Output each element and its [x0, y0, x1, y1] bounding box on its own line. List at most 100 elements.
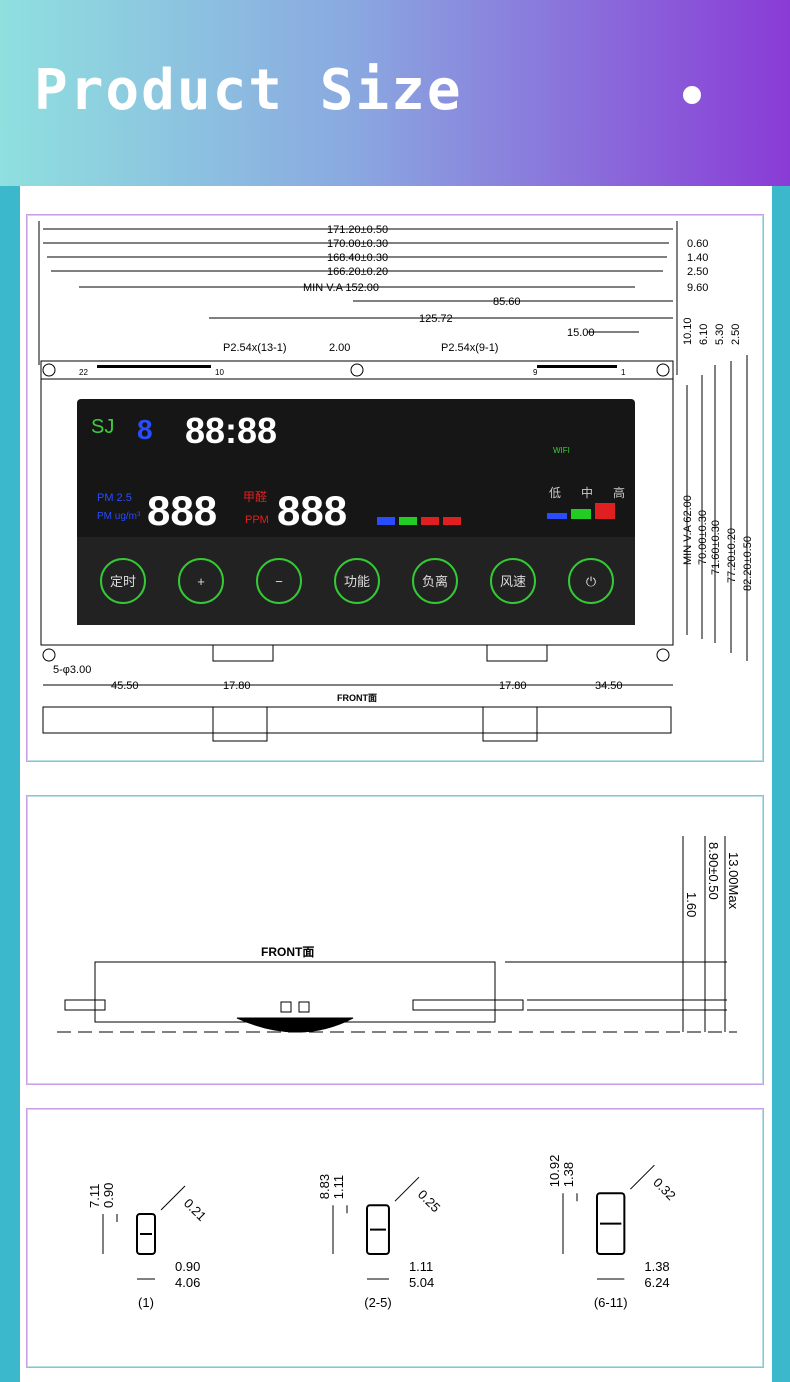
pin-label-10: 10: [215, 368, 224, 377]
digit-height-label: 8.83: [317, 1174, 332, 1199]
digit-caption: (6-11): [594, 1295, 628, 1310]
digit-top-label: 1.11: [331, 1175, 346, 1199]
touch-button-label: 负离: [422, 574, 448, 589]
digit-height-label: 7.11: [87, 1184, 102, 1208]
dim-min-va-62: MIN V.A 62.00: [682, 495, 694, 565]
dim-772: 77.20±0.20: [726, 528, 738, 583]
side-front-label: FRONT面: [261, 945, 314, 959]
digit-seg-label: 1.38: [644, 1259, 669, 1274]
dim-171: 171.20±0.50: [327, 224, 388, 236]
touch-button-label: 定时: [110, 574, 136, 589]
digit-caption: (1): [138, 1295, 154, 1310]
digit-top-label: 0.90: [101, 1183, 116, 1208]
touch-button-label: ⏻: [586, 574, 596, 589]
digit-width-label: 4.06: [175, 1275, 200, 1290]
dim-bottom-1780-right: 17.80: [499, 680, 527, 692]
pitch-left: P2.54x(13-1): [223, 342, 287, 354]
display-wifi-label: WIFI: [553, 446, 570, 455]
dim-890: 8.90±0.50: [706, 842, 721, 900]
touch-button-label: 功能: [344, 574, 370, 589]
dim-960: 9.60: [687, 282, 708, 294]
dim-70: 70.00±0.30: [697, 510, 709, 565]
display-label-ppm: PPM: [245, 514, 269, 526]
display-label-formaldehyde: 甲醛: [243, 489, 267, 504]
display-digits-right: 888: [277, 487, 347, 534]
digit-top-label: 1.38: [561, 1162, 576, 1187]
hole-label: 5-φ3.00: [53, 664, 91, 676]
top-view-drawing: SJ 8 88:88 PM 2.5 PM ug/m³ 888 甲醛 PPM 88…: [38, 221, 754, 742]
touch-button-ring: [100, 558, 146, 604]
front-label: FRONT面: [337, 693, 377, 703]
display-speed-low: 低: [549, 486, 561, 500]
dim-160: 1.60: [684, 892, 699, 917]
digit-outline: [366, 1204, 390, 1255]
dim-140: 1.40: [687, 252, 708, 264]
header-banner: Product Size: [0, 0, 790, 186]
touch-button-ring: [334, 558, 380, 604]
dim-166: 166.20±0.20: [327, 266, 388, 278]
display-label-pm25: PM 2.5: [97, 492, 132, 504]
pin-label-9: 9: [533, 368, 538, 377]
dim-bottom-1780-left: 17.80: [223, 680, 251, 692]
pin-label-1: 1: [621, 368, 626, 377]
touch-button-ring: [256, 558, 302, 604]
dim-bottom-4550: 45.50: [111, 680, 139, 692]
touch-button-label: −: [275, 574, 283, 589]
side-view-drawing: FRONT面 13.00Max 8.90±0.50 1.60: [57, 836, 741, 1033]
touch-buttons: 定时+−功能负离风速⏻: [100, 558, 614, 604]
touch-button-ring: [568, 558, 614, 604]
display-digits-left: 888: [147, 487, 217, 534]
pitch-gap: 2.00: [329, 342, 350, 354]
dim-15: 15.00: [567, 327, 595, 339]
digit-height-label: 10.92: [547, 1155, 562, 1188]
dim-168: 168.40±0.30: [327, 252, 388, 264]
signal-bars: [377, 503, 615, 525]
display-label-pm-unit: PM ug/m³: [97, 511, 141, 522]
digit-caption: (2-5): [364, 1295, 391, 1310]
touch-button-ring: [412, 558, 458, 604]
display-logo: SJ: [91, 416, 114, 438]
digit-slant-label: 0.32: [650, 1175, 679, 1204]
dim-min-va-152: MIN V.A 152.00: [303, 282, 379, 294]
digit-outline: [596, 1192, 626, 1255]
bullet-dot-icon: [683, 86, 701, 104]
digit-slant-label: 0.21: [181, 1196, 210, 1225]
display-clock: 88:88: [185, 410, 277, 451]
dim-060: 0.60: [687, 238, 708, 250]
dim-bottom-3450: 34.50: [595, 680, 623, 692]
dim-line-slant: [394, 1176, 420, 1202]
touch-button-ring: [490, 558, 536, 604]
dim-250: 2.50: [687, 266, 708, 278]
dim-85: 85.60: [493, 296, 521, 308]
dim-v-610: 6.10: [698, 324, 710, 345]
digit-seg-label: 0.90: [175, 1259, 200, 1274]
dim-716: 71.60±0.30: [710, 520, 722, 575]
touch-button-ring: [178, 558, 224, 604]
dim-v-530: 5.30: [714, 324, 726, 345]
dim-line-slant: [160, 1185, 186, 1211]
content-area: SJ 8 88:88 PM 2.5 PM ug/m³ 888 甲醛 PPM 88…: [20, 186, 772, 1382]
digit-outline: [136, 1213, 156, 1255]
digit-seg-label: 1.11: [409, 1259, 433, 1274]
dim-line-slant: [630, 1164, 655, 1190]
display-speed-mid: 中: [581, 485, 593, 500]
display-speed-high: 高: [613, 485, 625, 500]
digit-slant-label: 0.25: [415, 1187, 444, 1216]
page-title: Product Size: [34, 58, 463, 123]
pin-label-22: 22: [79, 368, 88, 377]
dim-v-1010: 10.10: [682, 317, 694, 345]
dim-822: 82.20±0.50: [742, 536, 754, 591]
digit-width-label: 5.04: [409, 1275, 434, 1290]
touch-button-label: +: [197, 574, 205, 589]
side-view-panel: FRONT面 13.00Max 8.90±0.50 1.60: [26, 795, 764, 1085]
display-digit-small: 8: [137, 414, 153, 445]
dim-170: 170.00±0.30: [327, 238, 388, 250]
dim-13max: 13.00Max: [726, 852, 741, 910]
pitch-right: P2.54x(9-1): [441, 342, 498, 354]
dim-v-250: 2.50: [730, 324, 742, 345]
